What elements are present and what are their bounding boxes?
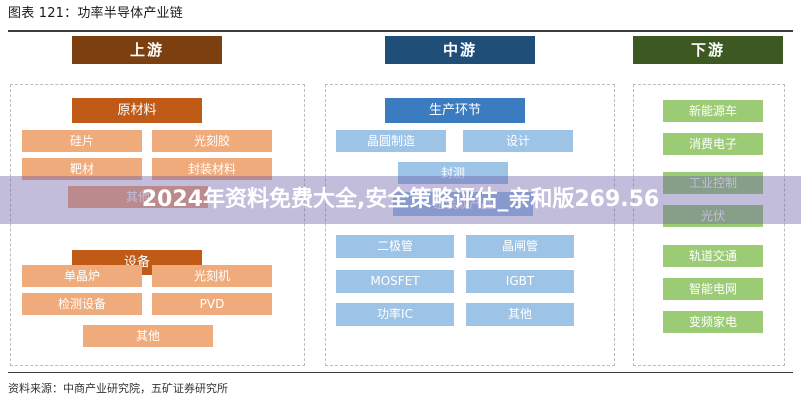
bottom-rule [8, 372, 793, 373]
upstream-node-pvd[interactable]: PVD [152, 293, 272, 315]
midstream-node-power-ic[interactable]: 功率IC [336, 303, 454, 326]
downstream-node-photovoltaic[interactable]: 光伏 [663, 205, 763, 227]
midstream-dashed-container [325, 84, 615, 366]
downstream-dashed-container [633, 84, 785, 366]
midstream-group-production: 生产环节 [385, 98, 525, 123]
downstream-node-smart-grid[interactable]: 智能电网 [663, 278, 763, 300]
upstream-node-inspection-equipment[interactable]: 检测设备 [22, 293, 142, 315]
midstream-node-other[interactable]: 其他 [466, 303, 574, 326]
midstream-node-assembly-product[interactable]: 组装成产品 [393, 192, 533, 216]
downstream-node-consumer-electronics[interactable]: 消费电子 [663, 133, 763, 155]
upstream-node-photoresist[interactable]: 光刻胶 [152, 130, 272, 152]
midstream-node-mosfet[interactable]: MOSFET [336, 270, 454, 293]
midstream-node-wafer-fabrication[interactable]: 晶圆制造 [336, 130, 446, 152]
upstream-node-raw-other[interactable]: 其他 [68, 186, 208, 208]
downstream-node-new-energy-vehicle[interactable]: 新能源车 [663, 100, 763, 122]
midstream-node-design[interactable]: 设计 [463, 130, 573, 152]
midstream-node-igbt[interactable]: IGBT [466, 270, 574, 293]
upstream-group-raw-materials: 原材料 [72, 98, 202, 123]
figure-title: 图表 121：功率半导体产业链 [8, 6, 183, 21]
downstream-node-rail-transit[interactable]: 轨道交通 [663, 245, 763, 267]
midstream-node-thyristor[interactable]: 晶闸管 [466, 235, 574, 258]
upstream-node-target-material[interactable]: 靶材 [22, 158, 142, 180]
upstream-node-equipment-other[interactable]: 其他 [83, 325, 213, 347]
top-rule [8, 30, 793, 32]
upstream-node-silicon-wafer[interactable]: 硅片 [22, 130, 142, 152]
downstream-header: 下游 [633, 36, 783, 64]
upstream-node-lithography-machine[interactable]: 光刻机 [152, 265, 272, 287]
figure-source: 资料来源：中商产业研究院，五矿证券研究所 [8, 382, 228, 395]
upstream-dashed-container [10, 84, 305, 366]
midstream-node-diode[interactable]: 二极管 [336, 235, 454, 258]
midstream-header: 中游 [385, 36, 535, 64]
midstream-node-packaging-testing[interactable]: 封测 [398, 162, 508, 184]
upstream-node-packaging-material[interactable]: 封装材料 [152, 158, 272, 180]
downstream-node-industrial-control[interactable]: 工业控制 [663, 172, 763, 194]
upstream-node-crystal-furnace[interactable]: 单晶炉 [22, 265, 142, 287]
upstream-header: 上游 [72, 36, 222, 64]
downstream-node-inverter-appliance[interactable]: 变频家电 [663, 311, 763, 333]
